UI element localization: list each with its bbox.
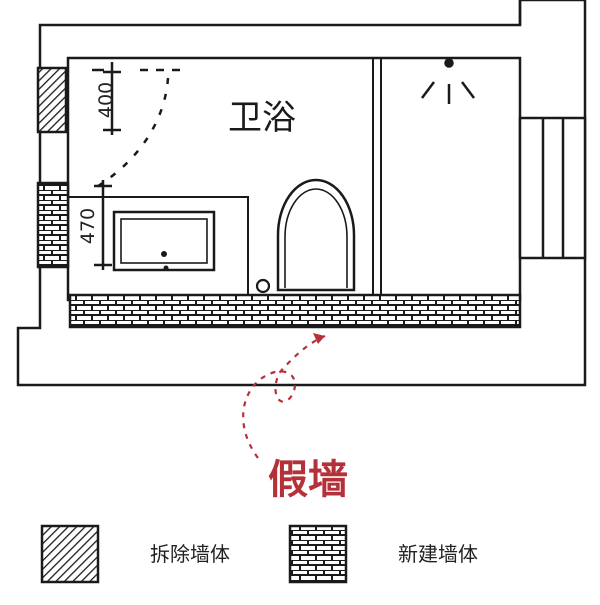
legend-swatch-brick bbox=[288, 524, 348, 584]
washbasin bbox=[112, 210, 216, 272]
dimension-label-upper: 400 bbox=[95, 82, 117, 118]
drain-icon bbox=[163, 265, 169, 271]
window bbox=[518, 116, 587, 260]
legend-label-new: 新建墙体 bbox=[398, 542, 478, 566]
new-wall-left bbox=[36, 181, 70, 269]
annotation-arrowhead bbox=[313, 333, 325, 344]
legend-swatch-hatched bbox=[40, 524, 100, 584]
dimension-label-lower: 470 bbox=[77, 208, 99, 244]
faucet-icon bbox=[161, 251, 167, 257]
shower-partition bbox=[372, 58, 382, 295]
annotation-label: 假墙 bbox=[268, 457, 348, 503]
toilet-inner bbox=[284, 188, 348, 288]
dimension-upper bbox=[103, 62, 121, 135]
toilet bbox=[276, 178, 356, 292]
washbasin-bowl bbox=[120, 218, 208, 264]
new-wall-bottom bbox=[68, 293, 522, 329]
legend: 拆除墙体 新建墙体 bbox=[40, 524, 478, 584]
legend-label-demolished: 拆除墙体 bbox=[150, 542, 230, 566]
room-label: 卫浴 bbox=[228, 98, 296, 138]
demolished-wall-upper bbox=[36, 66, 68, 134]
shower-head-icon bbox=[421, 58, 475, 104]
vanity-counter bbox=[68, 196, 249, 295]
dimension-lower bbox=[94, 180, 112, 270]
annotation-arrow bbox=[242, 334, 326, 459]
floor-drain-icon bbox=[255, 278, 271, 294]
door-swing-arc bbox=[94, 77, 170, 190]
